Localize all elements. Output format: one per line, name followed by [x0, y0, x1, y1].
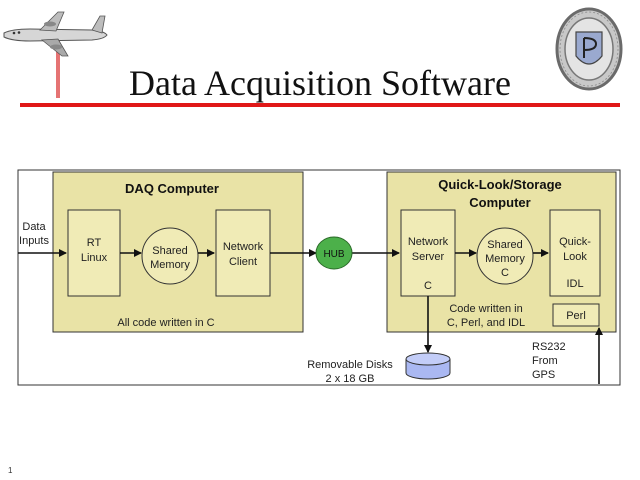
- hub-node: [315, 236, 353, 270]
- storage-code-note-2: C, Perl, and IDL: [447, 317, 525, 329]
- page-number: 1: [8, 466, 13, 475]
- rs232-label-2: From: [532, 355, 558, 367]
- perl-box: [552, 303, 600, 327]
- daq-shared-memory-circle: [141, 227, 199, 285]
- network-server-label-2: Server: [412, 251, 445, 263]
- daq-code-note: All code written in C: [117, 317, 214, 329]
- rt-linux-label-1: RT: [87, 237, 102, 249]
- rs232-label-3: GPS: [532, 369, 555, 381]
- network-client-label-1: Network: [223, 241, 264, 253]
- quick-look-label-2: Look: [563, 251, 587, 263]
- rt-linux-box: [67, 209, 121, 297]
- storage-computer-label-1: Quick-Look/Storage: [438, 177, 562, 192]
- daq-shared-memory-label-2: Memory: [150, 259, 190, 271]
- aircraft-icon: [3, 11, 108, 98]
- network-server-label-1: Network: [408, 236, 449, 248]
- storage-computer-panel: Quick-Look/Storage Computer Network Serv…: [386, 171, 617, 333]
- data-inputs-label-1: Data: [22, 221, 46, 233]
- removable-disk-icon: [405, 352, 451, 380]
- daq-computer-label: DAQ Computer: [125, 181, 219, 196]
- hub-label: HUB: [323, 249, 344, 260]
- rt-linux-label-2: Linux: [81, 252, 108, 264]
- storage-code-note-1: Code written in: [449, 303, 522, 315]
- quick-look-lang: IDL: [566, 278, 583, 290]
- removable-disks-label-1: Removable Disks: [307, 359, 393, 371]
- daq-computer-panel: DAQ Computer RT Linux Shared Memory Netw…: [52, 171, 304, 333]
- network-server-lang: C: [424, 280, 432, 292]
- storage-shared-memory-label-3: C: [501, 267, 509, 279]
- network-server-box: [400, 209, 456, 297]
- title-rule: [20, 103, 620, 107]
- network-client-box: [215, 209, 271, 297]
- storage-shared-memory-label-2: Memory: [485, 253, 525, 265]
- removable-disks-label-2: 2 x 18 GB: [326, 373, 375, 385]
- rs232-label-1: RS232: [532, 341, 566, 353]
- university-seal-icon: [555, 7, 623, 91]
- daq-shared-memory-label-1: Shared: [152, 245, 187, 257]
- storage-shared-memory-label-1: Shared: [487, 239, 522, 251]
- data-inputs-label-2: Inputs: [19, 235, 49, 247]
- quick-look-box: [549, 209, 601, 297]
- perl-label: Perl: [566, 310, 586, 322]
- storage-computer-label-2: Computer: [469, 195, 530, 210]
- quick-look-label-1: Quick-: [559, 236, 591, 248]
- network-client-label-2: Client: [229, 256, 257, 268]
- page-title: Data Acquisition Software: [129, 63, 511, 103]
- diagram-frame: [17, 169, 621, 386]
- storage-shared-memory-circle: [476, 227, 534, 285]
